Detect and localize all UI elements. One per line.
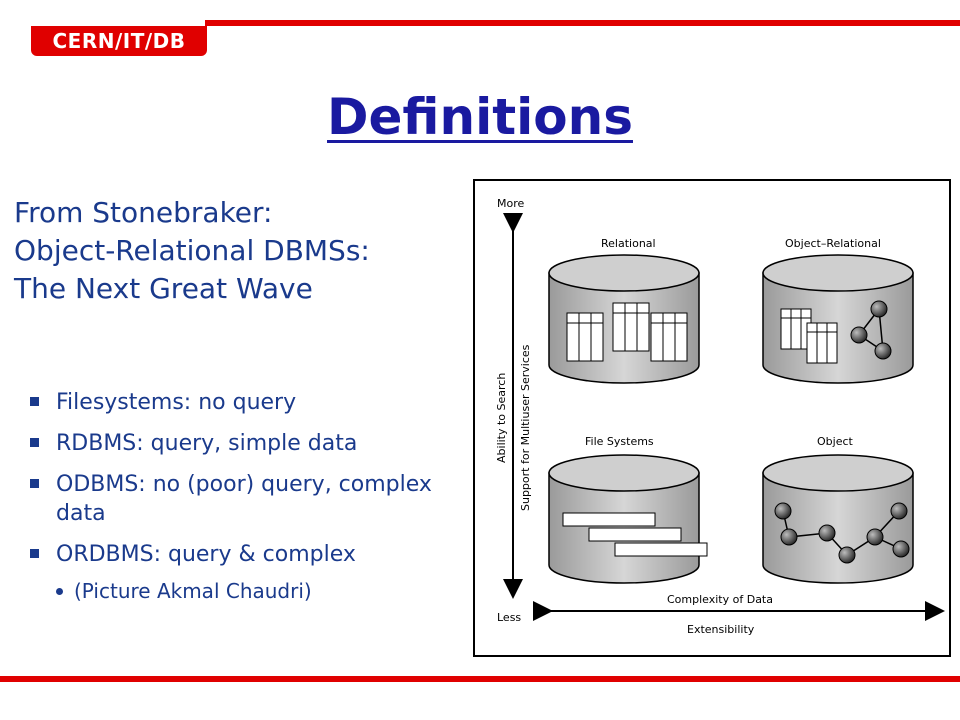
source-citation: From Stonebraker: Object-Relational DBMS… bbox=[14, 194, 454, 308]
quadrant-label-relational: Relational bbox=[601, 237, 656, 250]
source-line-2: Object-Relational DBMSs: bbox=[14, 234, 370, 267]
relational-cylinder bbox=[548, 254, 700, 384]
list-item: RDBMS: query, simple data bbox=[30, 429, 460, 458]
bullet-text: ORDBMS: query & complex bbox=[56, 542, 356, 567]
square-bullet-icon bbox=[30, 438, 39, 447]
quadrant-label-object: Object bbox=[817, 435, 854, 448]
bullet-list: Filesystems: no query RDBMS: query, simp… bbox=[30, 388, 460, 618]
axis-less-label: Less bbox=[497, 611, 521, 624]
object-relational-cylinder bbox=[762, 254, 914, 384]
x-axis-label-2: Extensibility bbox=[687, 623, 755, 636]
x-axis-label-1: Complexity of Data bbox=[667, 593, 773, 606]
list-item: Filesystems: no query bbox=[30, 388, 460, 417]
file-systems-cylinder bbox=[548, 454, 708, 584]
bullet-text: Filesystems: no query bbox=[56, 390, 297, 415]
square-bullet-icon bbox=[30, 397, 39, 406]
y-axis-label-1: Ability to Search bbox=[495, 373, 508, 463]
quadrant-label-object-relational: Object–Relational bbox=[785, 237, 881, 250]
bullet-text: RDBMS: query, simple data bbox=[56, 431, 358, 456]
object-cylinder bbox=[762, 454, 914, 584]
quadrant-label-file-systems: File Systems bbox=[585, 435, 654, 448]
source-line-1: From Stonebraker: bbox=[14, 196, 273, 229]
dbms-diagram: More Less Ability to Search Support for … bbox=[495, 197, 945, 636]
axis-more-label: More bbox=[497, 197, 525, 210]
list-item: ORDBMS: query & complex bbox=[30, 540, 460, 569]
page-title: Definitions bbox=[327, 88, 633, 146]
top-rule bbox=[205, 20, 960, 26]
round-bullet-icon bbox=[56, 588, 63, 595]
list-item: ODBMS: no (poor) query, complex data bbox=[30, 470, 460, 528]
bottom-rule bbox=[0, 676, 960, 682]
sub-list-item: (Picture Akmal Chaudri) bbox=[30, 577, 460, 606]
source-line-3: The Next Great Wave bbox=[14, 272, 313, 305]
dbms-classification-figure: More Less Ability to Search Support for … bbox=[473, 179, 951, 657]
square-bullet-icon bbox=[30, 549, 39, 558]
sub-bullet-text: (Picture Akmal Chaudri) bbox=[74, 579, 312, 603]
y-axis-label-2: Support for Multiuser Services bbox=[519, 344, 532, 511]
bullet-text: ODBMS: no (poor) query, complex data bbox=[56, 472, 432, 526]
org-badge: CERN/IT/DB bbox=[31, 26, 207, 56]
square-bullet-icon bbox=[30, 479, 39, 488]
